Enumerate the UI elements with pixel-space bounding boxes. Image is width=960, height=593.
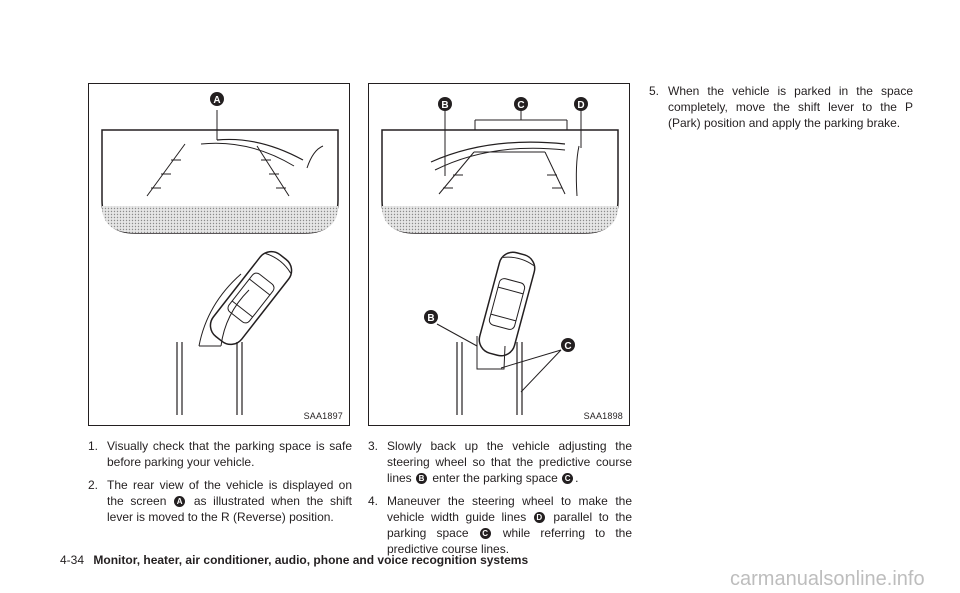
car-top-view: [478, 251, 536, 357]
parking-illustration-1: A: [101, 92, 339, 415]
car-top-view: [209, 250, 293, 346]
label-a-badge: A: [174, 496, 186, 507]
label-c-badge: C: [479, 528, 491, 539]
svg-text:C: C: [517, 100, 524, 111]
step-1: 1. Visually check that the parking space…: [88, 439, 352, 469]
section-title: Monitor, heater, air conditioner, audio,…: [93, 553, 529, 567]
label-c-lower: C: [561, 338, 575, 352]
label-d-badge: D: [533, 512, 545, 523]
step-2: 2. The rear view of the vehicle is displ…: [88, 478, 352, 524]
parking-illustration-2: B C D B: [381, 97, 619, 415]
figure-saa1897: A SAA1897: [88, 83, 350, 426]
label-a: A: [210, 92, 224, 106]
text-column-3: 5. When the vehicle is parked in the spa…: [649, 83, 913, 138]
step-4: 4. Maneuver the steering wheel to make t…: [368, 494, 632, 556]
figure-code: SAA1897: [303, 411, 343, 421]
label-d: D: [574, 97, 588, 111]
label-b-lower: B: [424, 310, 438, 324]
svg-text:B: B: [427, 313, 434, 324]
label-c: C: [514, 97, 528, 111]
svg-text:C: C: [564, 341, 571, 352]
text-column-1: 1. Visually check that the parking space…: [88, 438, 352, 532]
watermark: carmanualsonline.info: [730, 568, 925, 590]
label-b-badge: B: [416, 473, 428, 484]
label-c-badge: C: [562, 473, 574, 484]
svg-text:D: D: [577, 100, 584, 111]
step-3: 3. Slowly back up the vehicle adjusting …: [368, 439, 632, 485]
svg-text:A: A: [213, 95, 220, 106]
label-b: B: [438, 97, 452, 111]
text-column-2: 3. Slowly back up the vehicle adjusting …: [368, 438, 632, 564]
monitor-screen: [381, 129, 619, 234]
step-5: 5. When the vehicle is parked in the spa…: [649, 84, 913, 130]
figure-saa1898: B C D B: [368, 83, 630, 426]
monitor-screen: [101, 129, 339, 234]
page-footer: 4-34 Monitor, heater, air conditioner, a…: [60, 553, 528, 567]
figure-code: SAA1898: [583, 411, 623, 421]
svg-text:B: B: [441, 100, 448, 111]
page-number: 4-34: [60, 553, 85, 567]
